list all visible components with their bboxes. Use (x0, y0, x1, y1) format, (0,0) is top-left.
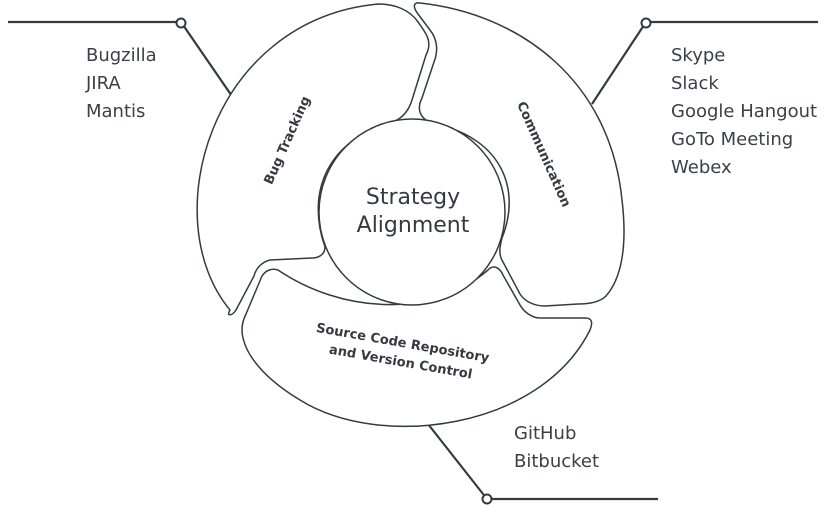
tool-list-item: Google Hangout (671, 101, 818, 122)
tool-list-item: GitHub (514, 423, 577, 444)
tool-list-item: Bitbucket (514, 451, 600, 472)
tool-list-item: Bugzilla (86, 45, 157, 66)
tool-list-item: Webex (671, 157, 732, 178)
segment-communication[interactable] (413, 2, 625, 307)
connector-communication (591, 17, 818, 105)
center-hub[interactable] (318, 118, 506, 306)
connector-bug-tracking (8, 17, 237, 103)
segment-source-control[interactable] (241, 266, 593, 428)
tool-list-item: Mantis (86, 101, 146, 122)
tool-list-item: Skype (671, 45, 726, 66)
connector-source-control (427, 423, 658, 505)
segment-bug-tracking[interactable] (196, 3, 430, 316)
tool-list-item: Slack (671, 73, 719, 94)
tool-list-item: GoTo Meeting (671, 129, 794, 150)
center-label-line1: Strategy (366, 185, 460, 210)
tool-list-item: JIRA (86, 73, 121, 94)
center-label-line2: Alignment (357, 213, 470, 238)
